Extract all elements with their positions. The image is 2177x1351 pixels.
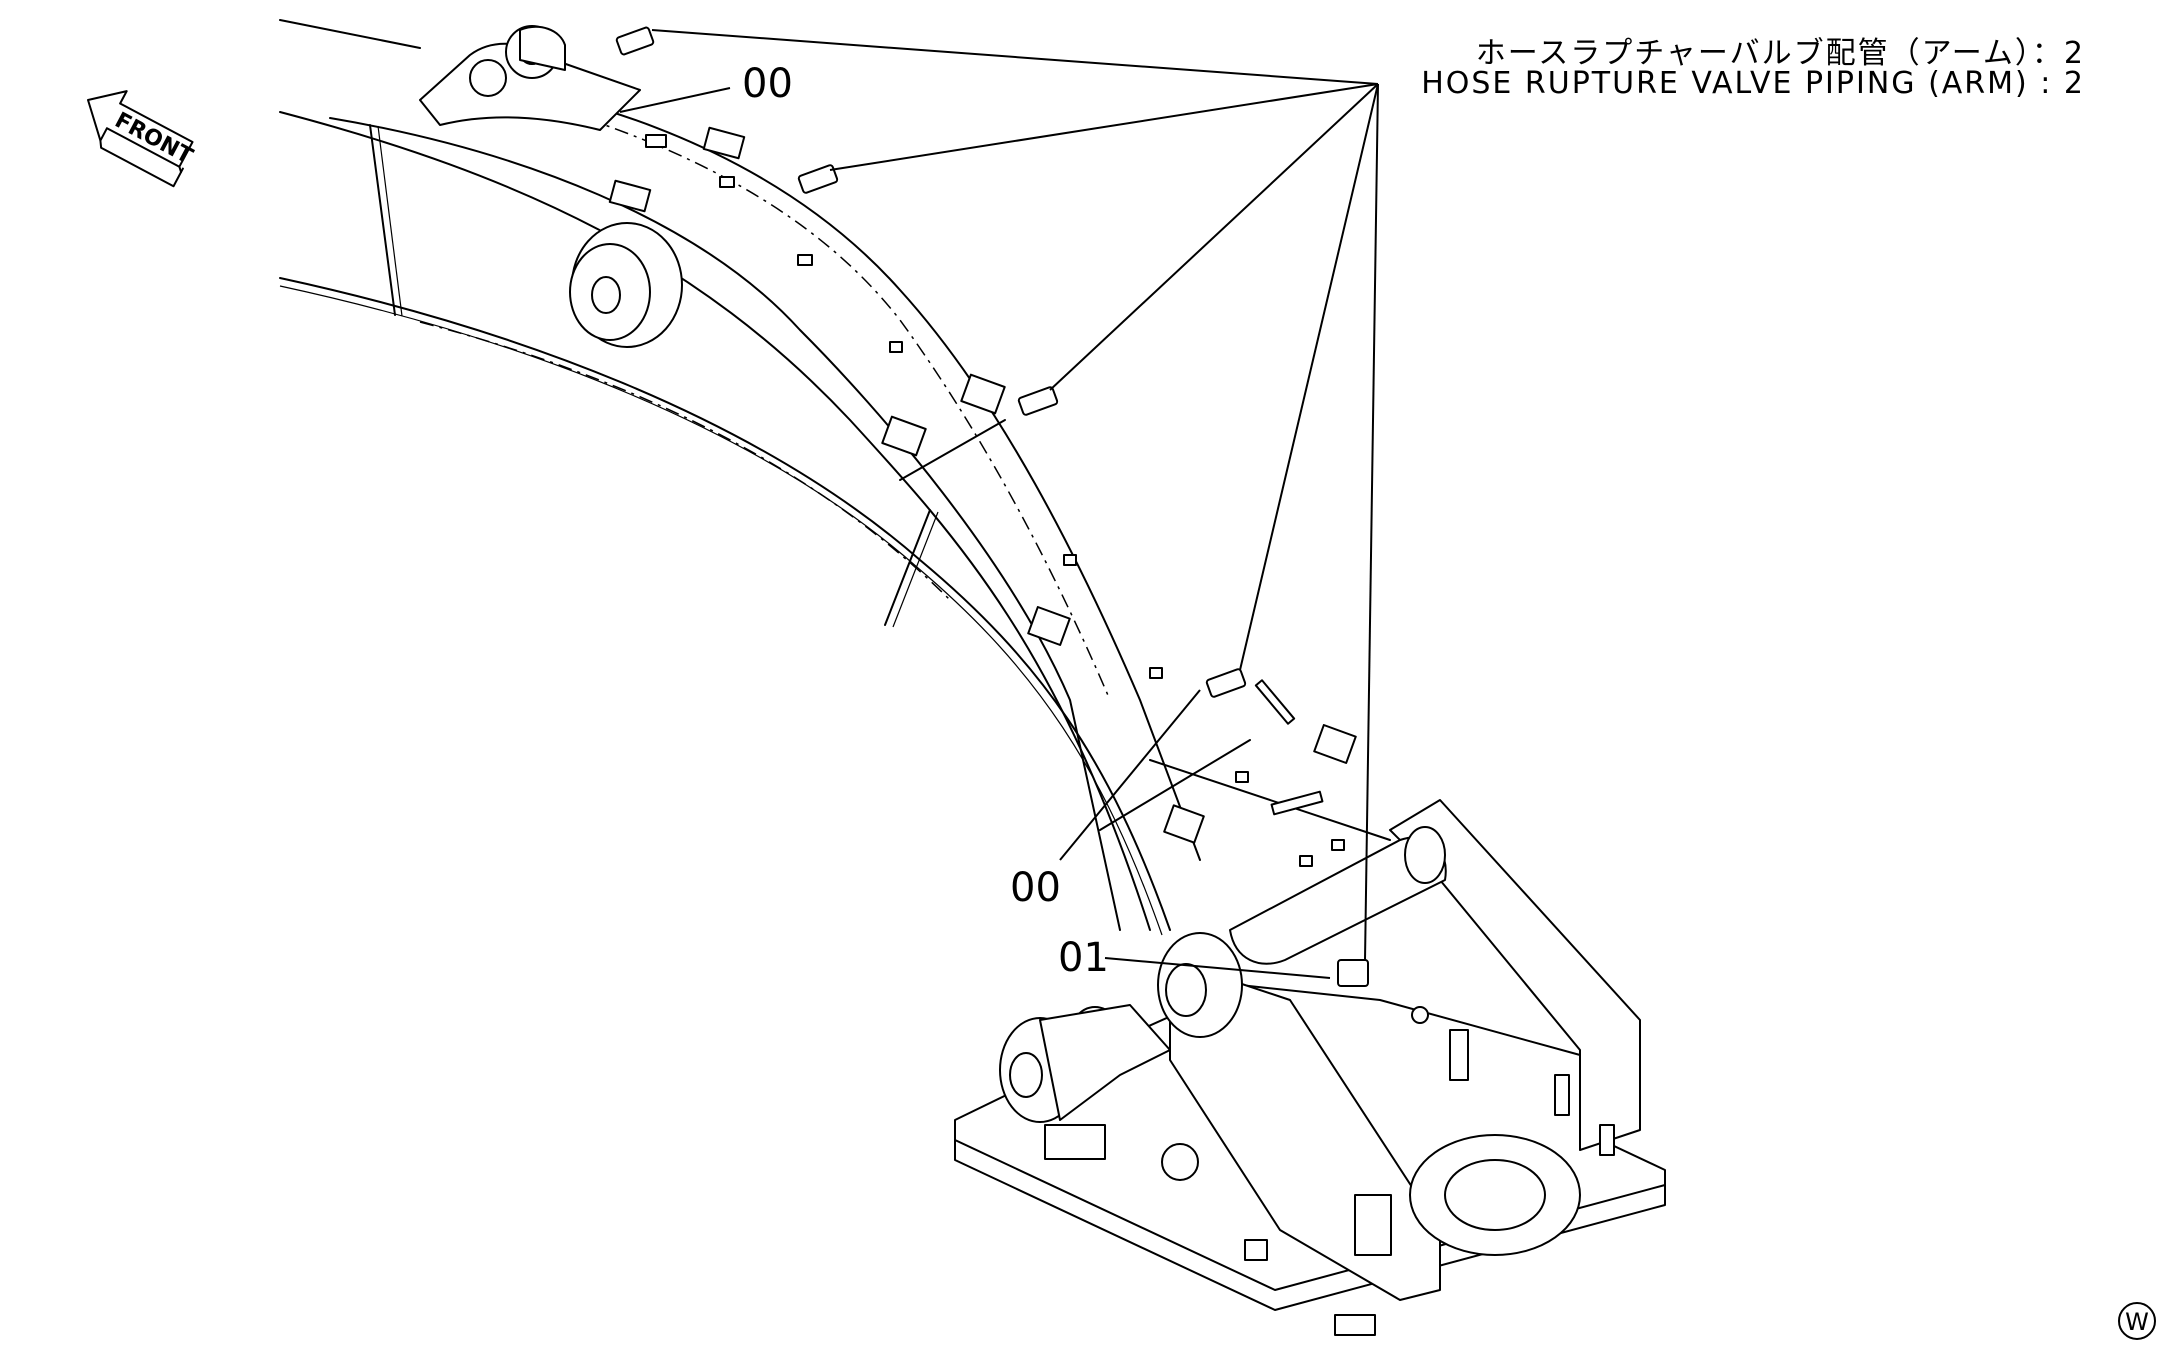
arm-outer-edge: [279, 19, 421, 49]
arm-top-edge-left: [329, 117, 1121, 931]
front-arrow-icon: FRONT: [87, 90, 196, 188]
diagram-title-english: HOSE RUPTURE VALVE PIPING (ARM) : 2: [1421, 66, 2085, 101]
pipe-clamp-brackets: [608, 126, 1357, 867]
diagram-title-japanese: ホースラプチャーバルブ配管（アーム）：2: [1475, 36, 2085, 71]
hose-rupture-valve-parts: [615, 26, 1369, 987]
arm-top-edge-right: [539, 91, 1201, 861]
corner-mark-label: W: [2125, 1308, 2149, 1336]
callout-01: 01: [1058, 935, 1109, 981]
corner-mark: W: [2118, 1302, 2156, 1340]
callout-00-bottom: 00: [1010, 865, 1061, 911]
leader-lines: [619, 29, 1379, 979]
callout-00-top: 00: [742, 61, 793, 107]
arm-bottom-edge: [279, 277, 1171, 931]
arm-lower-edge: [279, 111, 1151, 931]
